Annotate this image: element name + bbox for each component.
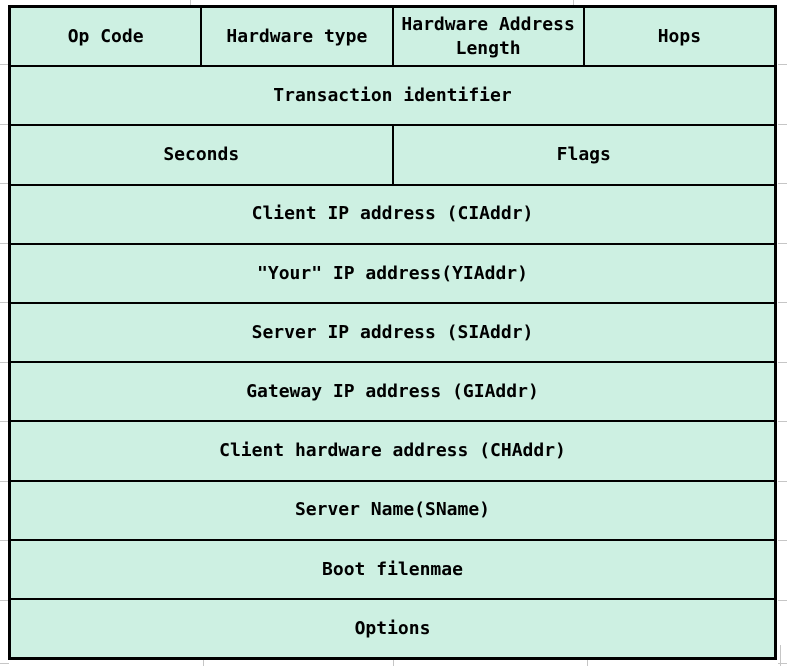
- cell-hops: Hops: [582, 8, 774, 66]
- spreadsheet-gridline: [0, 600, 9, 601]
- spreadsheet-gridline: [0, 663, 9, 664]
- cell-server-name: Server Name(SName): [294, 499, 491, 521]
- spreadsheet-gridline: [0, 124, 9, 125]
- dhcp-packet-format-table: Op Code Hardware type Hardware Address L…: [8, 5, 777, 660]
- cell-hardware-address-length: Hardware Address Length: [391, 8, 583, 66]
- spreadsheet-gridline: [778, 540, 787, 541]
- table-row-options: Options: [11, 597, 774, 657]
- table-row-gateway-ip: Gateway IP address (GIAddr): [11, 361, 774, 420]
- spreadsheet-gridline: [0, 481, 9, 482]
- table-row-client-ip: Client IP address (CIAddr): [11, 183, 774, 243]
- spreadsheet-gridline: [0, 421, 9, 422]
- spreadsheet-gridline: [190, 0, 191, 5]
- spreadsheet-gridline: [203, 660, 204, 666]
- table-row-server-ip: Server IP address (SIAddr): [11, 301, 774, 361]
- table-row-boot-filename: Boot filenmae: [11, 538, 774, 598]
- spreadsheet-gridline: [778, 183, 787, 184]
- cell-gateway-ip-address: Gateway IP address (GIAddr): [246, 381, 539, 403]
- table-row-client-hardware-address: Client hardware address (CHAddr): [11, 420, 774, 479]
- table-row-seconds-flags: Seconds Flags: [11, 124, 775, 184]
- spreadsheet-gridline: [0, 243, 9, 244]
- spreadsheet-gridline: [778, 663, 787, 664]
- spreadsheet-gridline: [778, 421, 787, 422]
- spreadsheet-gridline: [0, 540, 9, 541]
- spreadsheet-gridline: [778, 600, 787, 601]
- spreadsheet-gridline: [573, 0, 574, 5]
- spreadsheet-gridline: [778, 243, 787, 244]
- cell-seconds: Seconds: [163, 144, 240, 166]
- table-row-your-ip: "Your" IP address(YIAddr): [11, 242, 774, 302]
- cell-flags: Flags: [391, 126, 775, 184]
- table-row-server-name: Server Name(SName): [11, 479, 774, 539]
- spreadsheet-gridline: [780, 645, 781, 666]
- cell-client-hardware-address: Client hardware address (CHAddr): [219, 440, 566, 462]
- cell-transaction-identifier: Transaction identifier: [273, 85, 512, 107]
- table-row-transaction-identifier: Transaction identifier: [11, 65, 774, 124]
- spreadsheet-gridline: [778, 124, 787, 125]
- cell-hardware-type: Hardware type: [200, 8, 391, 66]
- cell-boot-filename: Boot filenmae: [322, 558, 463, 580]
- spreadsheet-gridline: [393, 660, 394, 666]
- cell-options: Options: [354, 617, 431, 639]
- spreadsheet-gridline: [778, 302, 787, 303]
- spreadsheet-gridline: [0, 64, 9, 65]
- spreadsheet-gridline: [587, 660, 588, 666]
- spreadsheet-gridline: [0, 362, 9, 363]
- table-row-header-fields: Op Code Hardware type Hardware Address L…: [11, 8, 774, 66]
- cell-op-code: Op Code: [67, 25, 144, 47]
- spreadsheet-gridline: [778, 64, 787, 65]
- cell-server-ip-address: Server IP address (SIAddr): [251, 321, 534, 343]
- cell-your-ip-address: "Your" IP address(YIAddr): [257, 262, 528, 284]
- spreadsheet-gridline: [778, 362, 787, 363]
- spreadsheet-gridline: [0, 302, 9, 303]
- cell-client-ip-address: Client IP address (CIAddr): [251, 203, 534, 225]
- spreadsheet-gridline: [778, 481, 787, 482]
- spreadsheet-gridline: [0, 183, 9, 184]
